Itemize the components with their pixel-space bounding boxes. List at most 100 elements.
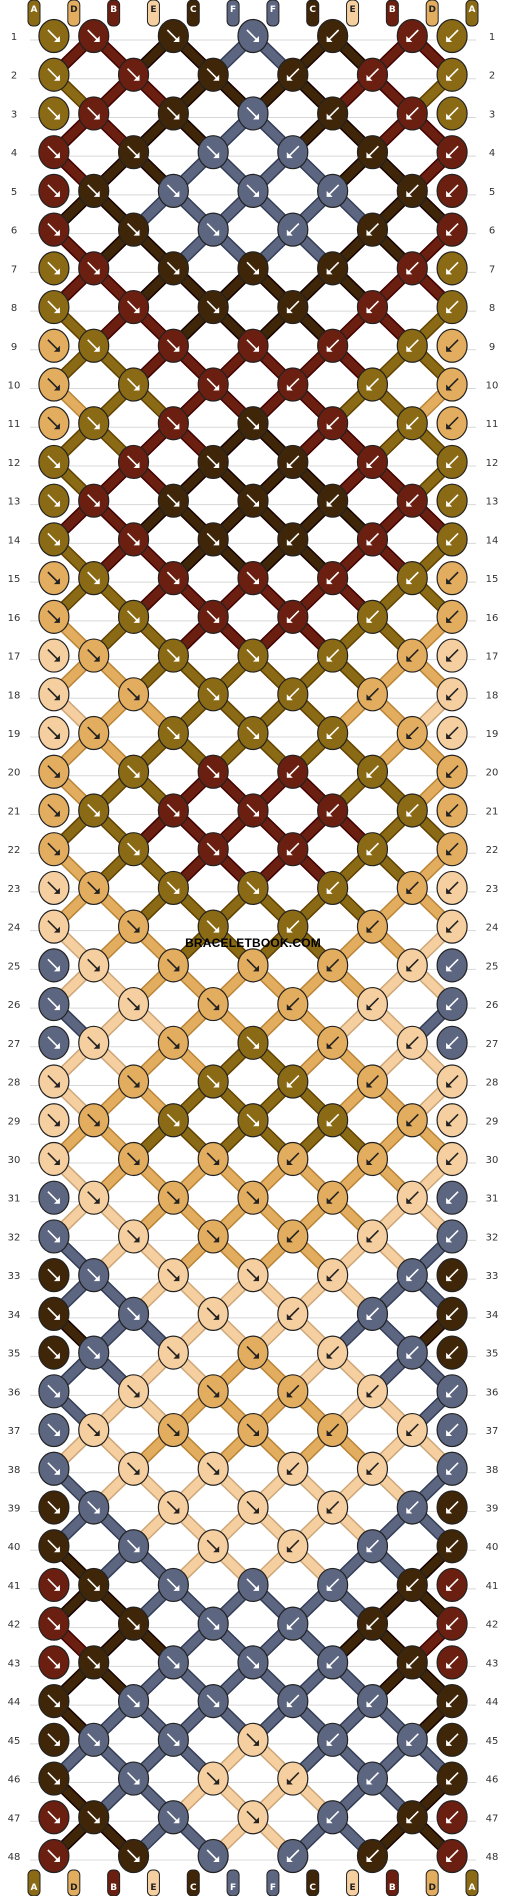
- knot-arrowhead-icon: [53, 36, 60, 42]
- knot-arrowhead-icon: [286, 616, 293, 623]
- knot-arrowhead-icon: [366, 1391, 373, 1398]
- knot: [317, 173, 349, 208]
- knot-arrowhead-icon: [93, 810, 100, 817]
- knot: [396, 96, 428, 131]
- knot-arrowhead-icon: [446, 1158, 453, 1165]
- knot: [117, 909, 150, 944]
- knot: [117, 986, 150, 1022]
- knot-arrowhead-icon: [446, 268, 453, 275]
- knot-arrowhead-icon: [253, 1352, 259, 1359]
- knot: [38, 1761, 70, 1796]
- knot-arrowhead-icon: [93, 733, 100, 740]
- knot: [237, 96, 269, 131]
- knot-arrowhead-icon: [406, 1120, 413, 1127]
- knot: [396, 18, 428, 54]
- knot-arrowhead-icon: [406, 1584, 413, 1591]
- row-number-right: 9: [489, 342, 495, 353]
- knot: [197, 444, 229, 480]
- knot: [356, 444, 389, 480]
- knot-arrowhead-icon: [53, 1430, 60, 1437]
- knot: [356, 1684, 389, 1719]
- knot-arrowhead-icon: [173, 1430, 180, 1437]
- knot-arrowhead-icon: [133, 616, 140, 623]
- knot: [197, 135, 229, 170]
- knot-arrowhead-icon: [213, 1623, 220, 1630]
- knot: [317, 715, 349, 751]
- knot: [117, 677, 150, 712]
- row-number-left: 37: [8, 1426, 21, 1437]
- knot-arrowhead-icon: [173, 1120, 180, 1127]
- row-number-left: 1: [11, 32, 17, 43]
- knot: [436, 1219, 468, 1254]
- knot: [117, 444, 150, 480]
- knot: [436, 18, 468, 54]
- row-number-left: 35: [8, 1349, 21, 1360]
- knot-arrowhead-icon: [53, 345, 60, 352]
- knot: [157, 328, 189, 363]
- knot-arrowhead-icon: [93, 1430, 100, 1437]
- knot: [396, 173, 428, 208]
- knot-arrowhead-icon: [286, 384, 293, 391]
- knot: [277, 289, 309, 325]
- knot-arrowhead-icon: [93, 578, 100, 585]
- knot-arrowhead-icon: [53, 1739, 60, 1746]
- knot-arrowhead-icon: [446, 733, 453, 740]
- row-number-right: 14: [486, 535, 499, 546]
- knot: [38, 173, 70, 208]
- row-number-left: 39: [8, 1503, 21, 1514]
- knot-arrowhead-icon: [93, 345, 100, 352]
- strand-letter: B: [110, 1883, 117, 1893]
- knot: [117, 135, 150, 170]
- knot-arrowhead-icon: [53, 1778, 60, 1785]
- knot: [38, 909, 70, 944]
- knot: [197, 1838, 229, 1874]
- knot-arrowhead-icon: [173, 1739, 180, 1746]
- knot-arrowhead-icon: [213, 1158, 220, 1165]
- knot: [157, 406, 189, 441]
- knot: [197, 986, 229, 1022]
- strand-end-tab: [27, 1869, 41, 1896]
- knot: [277, 1141, 309, 1177]
- knot: [277, 1064, 309, 1099]
- strand-letter: A: [31, 5, 38, 15]
- knot: [317, 1645, 349, 1680]
- knot-arrowhead-icon: [53, 1584, 60, 1591]
- knot-arrowhead-icon: [133, 74, 140, 81]
- knot-arrowhead-icon: [173, 345, 180, 352]
- strand-end-tab: [186, 1869, 200, 1896]
- row-number-right: 42: [486, 1620, 499, 1631]
- knot-arrowhead-icon: [213, 1778, 220, 1785]
- knot-arrowhead-icon: [446, 74, 453, 81]
- knot-arrowhead-icon: [93, 423, 100, 430]
- knot-arrowhead-icon: [286, 1158, 293, 1165]
- knot: [117, 754, 150, 789]
- knot: [157, 1490, 189, 1525]
- knot: [277, 367, 309, 402]
- knot-arrowhead-icon: [446, 461, 453, 468]
- strand-start-tab: [226, 0, 240, 27]
- knot: [436, 1490, 468, 1525]
- knot: [197, 909, 229, 944]
- knot-arrowhead-icon: [326, 655, 333, 662]
- row-number-left: 25: [8, 961, 21, 972]
- knot: [157, 1025, 189, 1060]
- row-number-right: 31: [486, 1194, 499, 1205]
- strand-end-tab: [146, 1869, 160, 1896]
- knot: [436, 1606, 468, 1641]
- knot-arrowhead-icon: [446, 1701, 453, 1708]
- knot-arrowhead-icon: [53, 1236, 60, 1243]
- knot: [237, 948, 269, 983]
- knot: [396, 793, 428, 828]
- knot: [38, 715, 70, 751]
- knot-arrowhead-icon: [53, 926, 60, 933]
- strand-end-tab: [306, 1869, 320, 1896]
- row-number-right: 38: [486, 1465, 499, 1476]
- knot: [38, 483, 70, 518]
- knot-arrowhead-icon: [133, 539, 140, 546]
- row-number-left: 4: [11, 148, 17, 159]
- knot: [197, 1451, 229, 1486]
- knot: [197, 1219, 229, 1254]
- knot-arrowhead-icon: [253, 1507, 259, 1514]
- strand-start-tab: [385, 0, 399, 27]
- knot: [78, 793, 110, 828]
